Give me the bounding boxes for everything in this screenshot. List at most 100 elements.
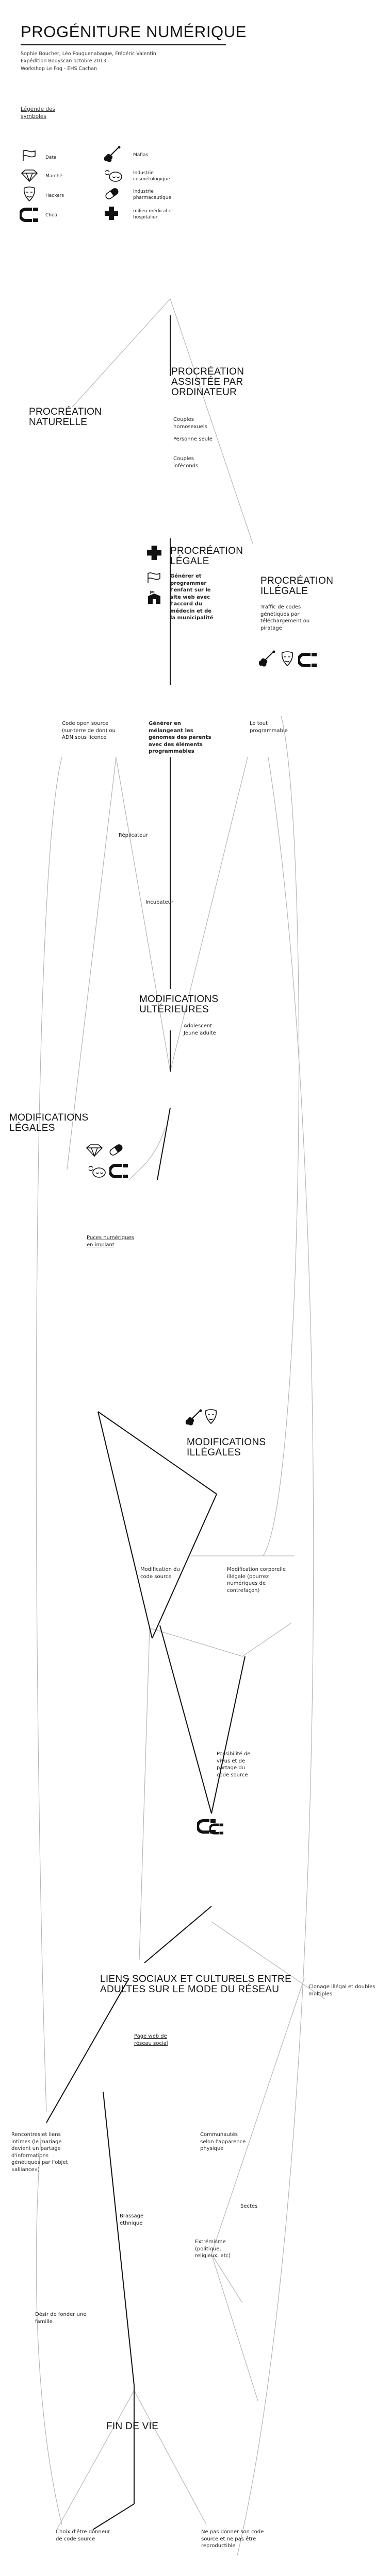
connector	[36, 757, 62, 2113]
connector	[211, 2253, 243, 2303]
connector	[211, 1656, 246, 1814]
credits: Sophie Boucher, Léo Pouquenabague, Frédé…	[21, 50, 196, 73]
node-couples-infeconds: Couples inféconds	[173, 456, 199, 469]
connector	[92, 2503, 135, 2530]
node-replicateur: Réplicateur	[119, 833, 148, 838]
node-sectes: Sectes	[240, 2204, 258, 2209]
legend-label: Mafias	[133, 152, 149, 158]
magnet-icon	[197, 1819, 216, 1834]
violin-icon	[258, 650, 275, 667]
connector	[46, 1978, 129, 2123]
dna-flag-icon	[23, 150, 36, 161]
node-generer-melangeant: Générer en mélangeant les génomes des pa…	[149, 721, 211, 754]
diamond-icon	[86, 1144, 103, 1157]
hacker-mask-icon	[23, 187, 36, 202]
magnet-icon	[20, 208, 38, 222]
connector	[67, 757, 117, 1170]
connector	[242, 1622, 292, 1657]
node-page-web: Page web de réseau social	[134, 2033, 168, 2046]
node-extremisme: Extrémisme (politique, religieux, etc)	[195, 2239, 231, 2259]
medical-cross-icon	[105, 207, 118, 220]
connector	[36, 2132, 62, 2525]
connector	[103, 2091, 135, 2386]
node-procreation-naturelle: PROCRÉATION NATURELLE	[29, 406, 102, 428]
connector	[116, 757, 171, 1072]
connector	[263, 716, 300, 1556]
sleeper-icon	[88, 1166, 106, 1178]
magnet-icon	[109, 1164, 128, 1178]
legend-label: Industrie cosmétologique	[133, 171, 170, 182]
connector	[97, 1411, 153, 1639]
legend-label: Chêâ	[45, 213, 58, 218]
magnet-icon	[209, 1823, 223, 1835]
node-ne-pas-donner: Ne pas donner son code source et ne pas …	[201, 2529, 264, 2549]
connector	[170, 298, 253, 544]
node-modifs-ulterieures: MODIFICATIONS ULTÉRIEURES	[139, 994, 219, 1015]
connector	[144, 1906, 212, 1963]
node-code-open-source: Code open source (sur-terre de don) ou A…	[62, 721, 116, 740]
pill-icon	[105, 188, 119, 199]
node-modif-code-source: Modification du code source	[140, 1567, 180, 1580]
legend-label: Industrie pharmaceutique	[133, 189, 171, 201]
connector	[211, 1978, 305, 2255]
connector	[152, 1494, 217, 1639]
legend-label: Data	[45, 155, 57, 160]
connector	[237, 757, 314, 2556]
connector	[159, 1625, 212, 1814]
node-rencontres: Rencontres et liens intimes (le mariage …	[11, 2132, 68, 2173]
node-personne-seule: Personne seule	[173, 436, 213, 442]
node-procreation-assistee: PROCRÉATION ASSISTÉE PAR ORDINATEUR	[171, 366, 244, 398]
node-tout-programmable: Le tout programmable	[250, 721, 288, 734]
node-incubateur: Incubateur	[145, 900, 174, 905]
node-adolescent: Adolescent Jeune adulte	[184, 1023, 216, 1036]
connector	[134, 2390, 207, 2525]
violin-icon	[104, 146, 121, 162]
node-trafic-codes: Traffic de codes génétiques par téléchar…	[260, 604, 310, 631]
hacker-mask-icon	[281, 651, 293, 667]
town-hall-icon	[148, 590, 160, 604]
credit-line: Sophie Boucher, Léo Pouquenabague, Frédé…	[21, 51, 156, 57]
node-puces: Puces numériques en implant	[87, 1235, 134, 1248]
connector	[170, 757, 248, 1072]
node-brassage: Brassage ethnique	[120, 2213, 144, 2226]
connector	[149, 1628, 243, 1657]
node-modif-corporelle: Modification corporelle illégale (pourre…	[227, 1567, 286, 1594]
node-modifs-illegales: MODIFICATIONS ILLÉGALES	[187, 1437, 266, 1458]
magnet-icon	[298, 653, 317, 667]
node-liens-sociaux: LIENS SOCIAUX ET CULTURELS ENTRE ADULTES…	[100, 1974, 292, 1995]
connector	[211, 2253, 258, 2401]
node-communautes: Communautés selon l'apparence physique	[200, 2132, 246, 2151]
credit-line: Expédition Bodyscan octobre 2013	[21, 58, 106, 64]
connector	[56, 2390, 135, 2530]
sleeper-icon	[105, 170, 122, 182]
hacker-mask-icon	[205, 1409, 217, 1425]
node-procreation-illegale: PROCRÉATION ILLÉGALE	[260, 575, 334, 597]
connector	[72, 298, 171, 408]
node-desir-fonder: Désir de fonder une famille	[35, 2312, 87, 2325]
legend-label: Hackers	[45, 193, 64, 198]
node-couples-homosexuels: Couples homosexuels	[173, 417, 207, 430]
credit-line: Workshop Le Fog - EHS Cachan	[21, 65, 97, 72]
pill-icon	[109, 1144, 123, 1156]
dna-flag-icon	[148, 572, 160, 583]
connector	[97, 1411, 217, 1495]
medical-cross-icon	[147, 546, 161, 560]
legend-title: Légende des symboles	[21, 106, 55, 120]
legend-label: Marché	[45, 174, 62, 179]
legend-label: milieu médical et hospitalier	[133, 209, 173, 221]
node-fin-de-vie: FIN DE VIE	[106, 2421, 159, 2432]
node-generer-programmer: Générer et programmer l'enfant sur le si…	[170, 573, 214, 621]
node-choix-donneur: Choix d'être donneur de code source	[56, 2529, 110, 2542]
node-modifs-legales: MODIFICATIONS LÉGALES	[9, 1112, 89, 1133]
violin-icon	[185, 1409, 202, 1426]
diamond-icon	[21, 170, 38, 182]
connector	[211, 1921, 325, 1999]
connector	[139, 1628, 150, 1961]
page-title: PROGÉNITURE NUMÉRIQUE	[21, 23, 247, 41]
connector	[128, 1128, 166, 1180]
connector	[157, 1107, 171, 1180]
node-clonage: Clonage illégal et doubles multiples	[308, 1984, 375, 1997]
node-possibilite: Possibilité de vivus et de partage du co…	[217, 1751, 251, 1778]
node-procreation-legale: PROCRÉATION LÉGALE	[170, 546, 243, 567]
